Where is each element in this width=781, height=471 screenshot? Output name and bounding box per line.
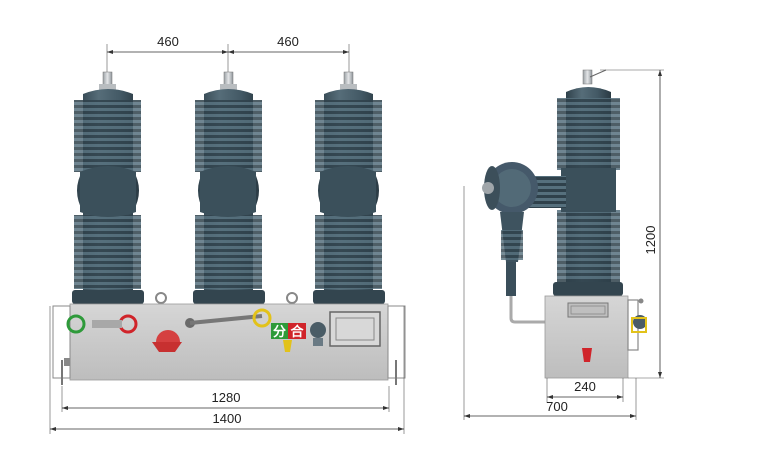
pole-insulator-3 [313, 71, 385, 304]
manual-handle[interactable] [283, 340, 292, 352]
total-width-dimension: 700 [463, 186, 637, 420]
warning-label [152, 342, 182, 352]
close-label-box [288, 323, 306, 339]
dim-460-left: 460 [157, 34, 179, 49]
dim-1280: 1280 [212, 390, 241, 405]
pole-insulator-2 [193, 71, 265, 304]
dim-240: 240 [574, 379, 596, 394]
dim-1400: 1400 [213, 411, 242, 426]
dim-1200: 1200 [643, 226, 658, 255]
base-width-dimension: 240 [546, 378, 624, 402]
dim-460-right: 460 [277, 34, 299, 49]
bottom-dimension: 1280 1400 [49, 306, 405, 434]
lifting-eye-left [155, 292, 167, 304]
inspection-window [329, 311, 381, 347]
open-label-box [271, 323, 288, 339]
open-close-label: 分 合 [271, 323, 306, 340]
close-label: 合 [290, 324, 304, 340]
lifting-eye-right [286, 292, 298, 304]
open-label: 分 [273, 324, 286, 340]
dim-700: 700 [546, 399, 568, 414]
front-view: 460 460 [49, 34, 406, 434]
counter-knob[interactable] [310, 322, 326, 338]
side-indicator-lamp [582, 348, 592, 362]
side-view: 1200 240 700 [463, 69, 664, 420]
green-ring-indicator [66, 314, 86, 334]
yellow-ring-indicator[interactable] [252, 308, 272, 328]
pole-insulator-1 [72, 71, 144, 304]
operating-rod [189, 314, 263, 325]
top-dimension: 460 460 [106, 34, 350, 72]
height-dimension: 1200 [600, 69, 664, 379]
